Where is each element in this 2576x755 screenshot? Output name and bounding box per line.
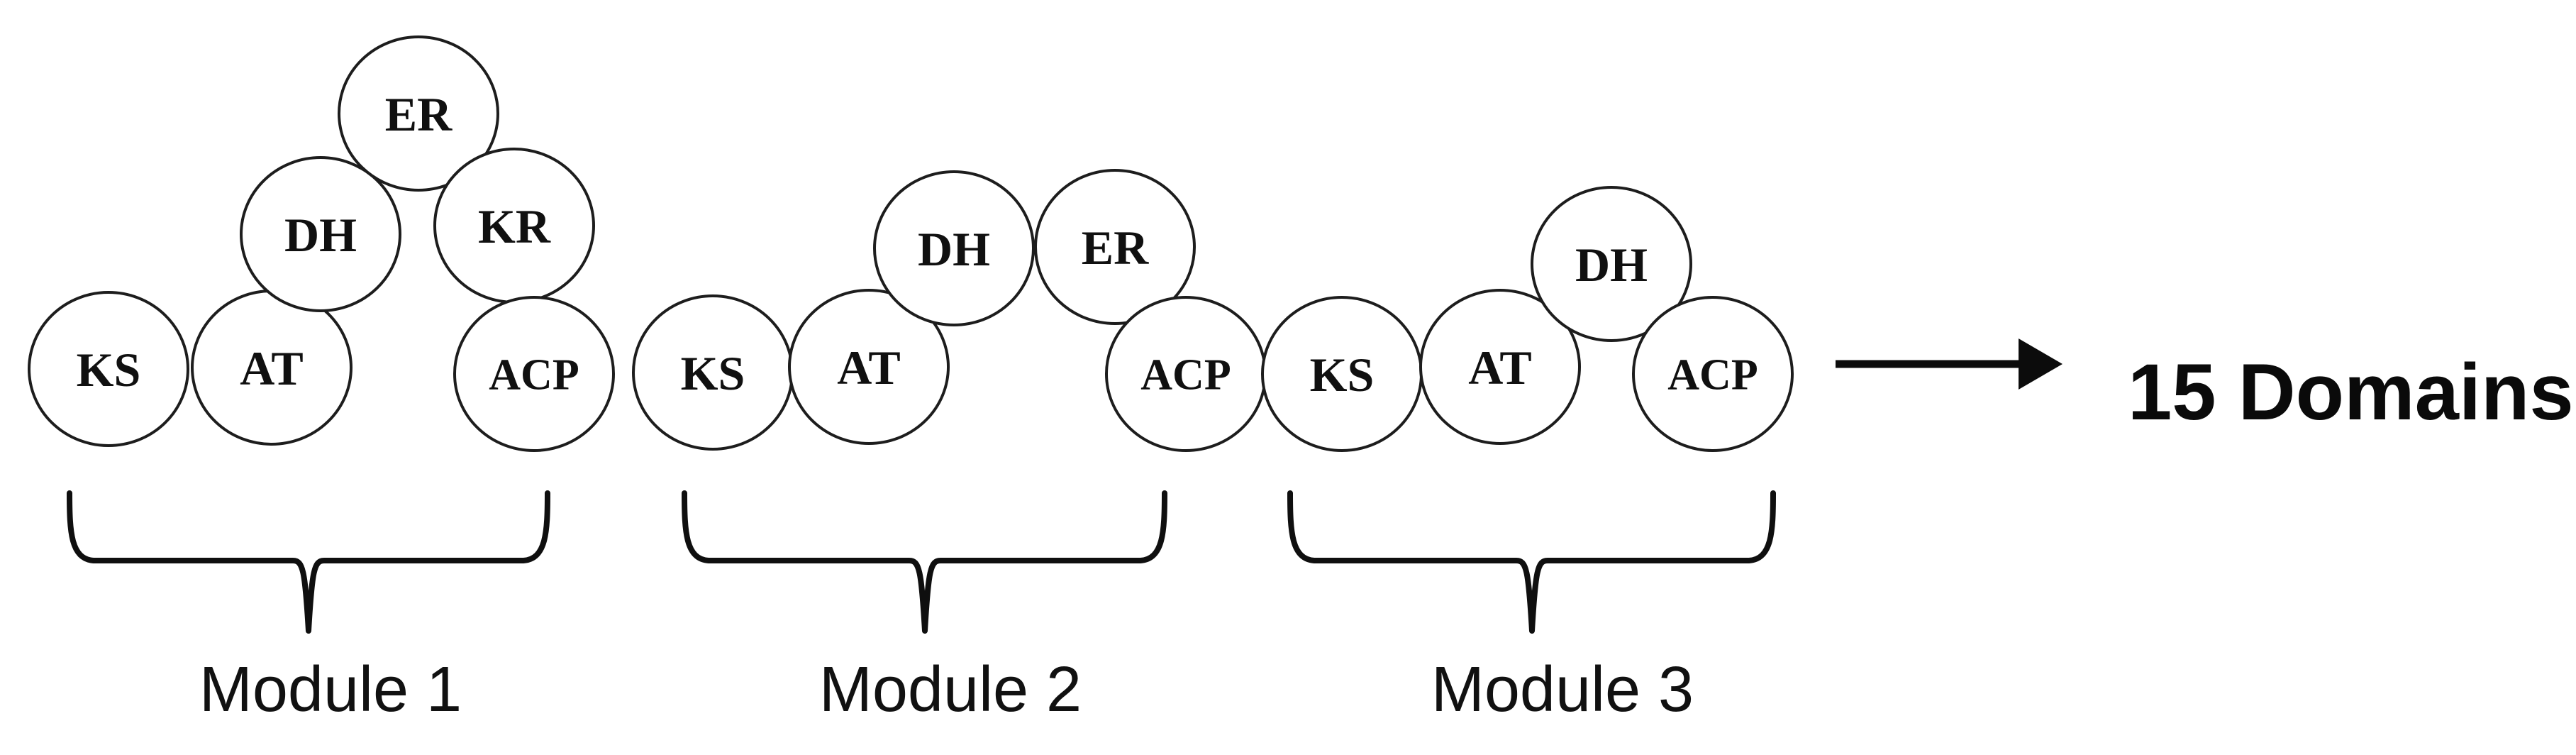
domain-label-m3-dh: DH [1575, 238, 1648, 292]
module-1-domains: KS AT DH ER KR ACP [28, 35, 615, 452]
domain-label-m3-at: AT [1468, 341, 1531, 395]
right-arrow-icon [1836, 338, 2063, 390]
module-2-label: Module 2 [819, 654, 1082, 725]
domain-m3-ks: KS [1261, 296, 1423, 452]
domain-m1-acp: ACP [453, 296, 615, 452]
domain-m2-dh: DH [873, 170, 1035, 326]
domain-label-m2-er: ER [1082, 221, 1149, 275]
domain-label-m2-acp: ACP [1140, 351, 1231, 399]
domain-circle-m2-dh [873, 170, 1035, 326]
domain-label-m1-at: AT [240, 341, 303, 395]
domain-label-m1-kr: KR [478, 199, 551, 253]
domain-circle-m3-acp [1632, 296, 1794, 452]
domain-m3-at: AT [1419, 289, 1581, 445]
domain-m3-dh: DH [1531, 186, 1692, 342]
arrow-head [2019, 338, 2063, 390]
module-3-domains: KS AT DH ACP [1261, 186, 1794, 452]
domain-circle-m1-dh [240, 156, 401, 312]
module-1-label: Module 1 [199, 654, 462, 725]
domain-label-m2-dh: DH [918, 222, 990, 276]
domain-label-m3-acp: ACP [1667, 351, 1758, 399]
domain-label-m1-ks: KS [77, 343, 141, 397]
domain-label-m1-er: ER [385, 87, 453, 141]
domain-circle-m2-at [788, 289, 950, 445]
domain-m3-acp: ACP [1632, 296, 1794, 452]
domain-m1-at: AT [191, 290, 352, 446]
domain-circle-m1-er [338, 35, 499, 192]
domain-m2-er: ER [1034, 169, 1196, 325]
domain-m1-dh: DH [240, 156, 401, 312]
domain-m1-er: ER [338, 35, 499, 192]
module-2-domains: KS AT DH ER ACP [632, 169, 1267, 452]
module-3-label: Module 3 [1431, 654, 1694, 725]
domain-circle-m1-acp [453, 296, 615, 452]
domain-count-label: 15 Domains [2128, 348, 2574, 436]
domain-label-m2-at: AT [837, 341, 900, 395]
domain-circle-m2-er [1034, 169, 1196, 325]
domain-label-m1-acp: ACP [489, 351, 579, 399]
domain-m2-at: AT [788, 289, 950, 445]
domain-m2-ks: KS [632, 294, 794, 451]
module-2-brace [682, 490, 1167, 634]
domain-circle-m3-dh [1531, 186, 1692, 342]
domain-label-m2-ks: KS [681, 346, 745, 400]
domain-m2-acp: ACP [1105, 296, 1267, 452]
domain-m1-ks: KS [28, 291, 189, 447]
module-3-brace [1287, 490, 1776, 634]
domain-label-m3-ks: KS [1310, 348, 1375, 402]
domain-circle-m1-ks [28, 291, 189, 447]
module-1-brace [67, 490, 550, 634]
domain-label-m1-dh: DH [284, 208, 357, 262]
domain-circle-m3-at [1419, 289, 1581, 445]
domain-m1-kr: KR [433, 148, 595, 304]
